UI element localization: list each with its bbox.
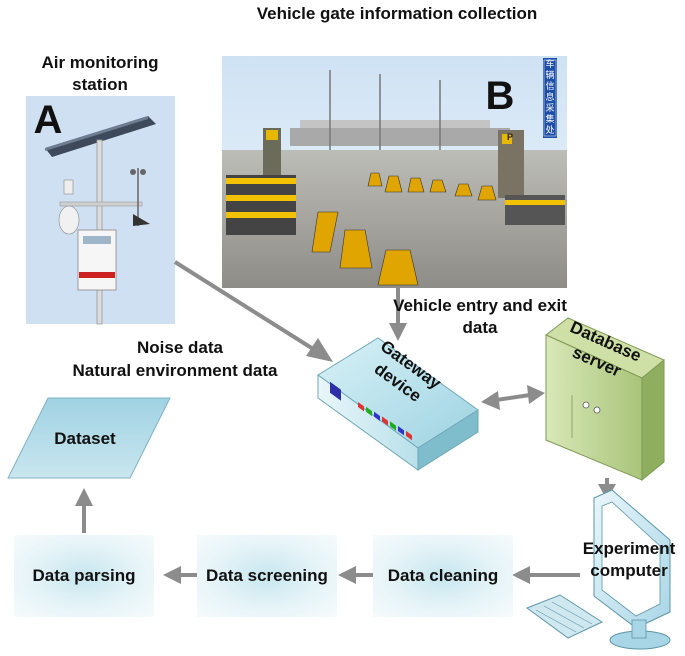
data-screening-label: Data screening <box>206 566 328 585</box>
data-screening-box: Data screening <box>197 535 337 617</box>
gate-sign-text: 车辆信息采集处 <box>545 60 555 136</box>
label-dataset: Dataset <box>54 429 116 448</box>
label-vehicle-entry-exit-data: Vehicle entry and exit data <box>393 296 567 337</box>
gateway-device-shape <box>317 337 479 471</box>
data-cleaning-box: Data cleaning <box>373 535 513 617</box>
vehicle-gate-photo <box>222 56 567 288</box>
dataset-shape <box>7 397 171 479</box>
label-experiment-computer: Experiment computer <box>582 539 676 580</box>
data-parsing-box: Data parsing <box>14 535 154 617</box>
experiment-computer-shape <box>525 489 671 650</box>
label-natural-environment-data: Natural environment data <box>72 361 278 380</box>
letter-b: B <box>485 74 515 118</box>
label-vehicle-gate-information: Vehicle gate information collection <box>256 4 538 23</box>
arrow-air-to-gateway <box>173 260 320 354</box>
air-station-photo <box>26 96 175 325</box>
data-cleaning-label: Data cleaning <box>387 566 499 585</box>
letter-a: A <box>33 98 63 142</box>
data-parsing-label: Data parsing <box>32 566 136 585</box>
gate-parking-sign: P <box>506 132 513 142</box>
arrow-head-cleaning <box>512 566 530 584</box>
label-air-monitoring-station: Air monitoring station <box>41 53 159 94</box>
arrow-head-to-gateway <box>481 391 500 410</box>
arrow-gateway-server <box>495 393 531 402</box>
arrow-head-gate <box>389 323 407 341</box>
arrow-head-to-server <box>527 385 545 404</box>
label-noise-data: Noise data <box>137 338 223 357</box>
database-server-shape <box>545 317 665 482</box>
arrow-head-dataset <box>75 488 93 506</box>
arrow-head-air <box>306 338 333 362</box>
arrow-head-parsing <box>163 566 181 584</box>
flow-arrows <box>75 260 616 584</box>
arrow-head-screening <box>338 566 356 584</box>
